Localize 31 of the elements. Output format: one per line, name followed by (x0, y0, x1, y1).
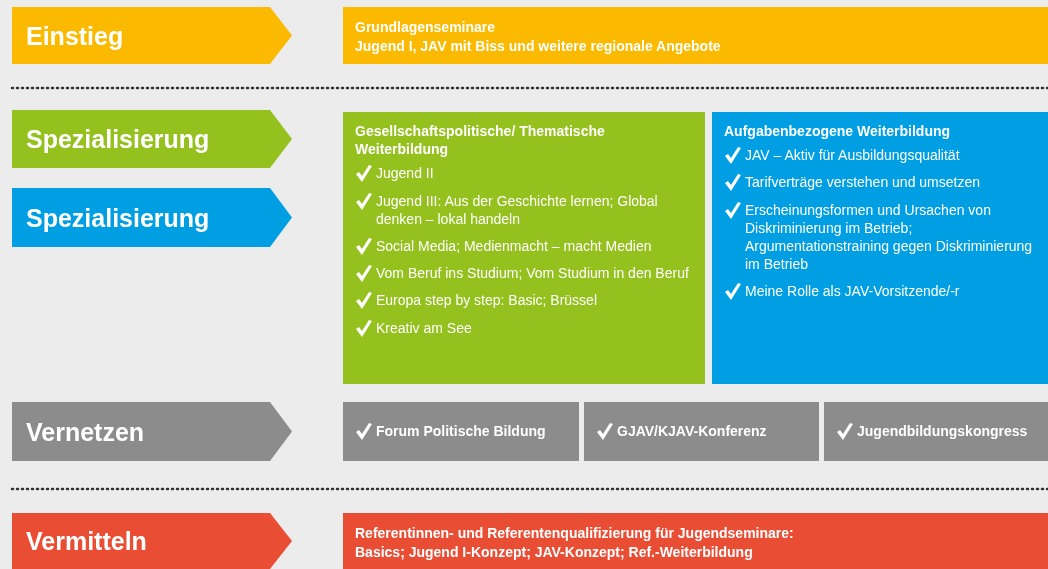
content-panel (584, 402, 819, 461)
content-panel (343, 7, 1048, 64)
stage-label: Vermitteln (26, 526, 147, 556)
panel-text: Referentinnen- und Referentenqualifizierung für Jugendseminare: (355, 524, 795, 543)
list-item-text: Erscheinungsformen und Ursachen von Diskriminierung im Betrieb; Argumentationstraining gegen Diskriminierung im Betrieb (745, 200, 1034, 274)
panel-text: Basics; Jugend I-Konzept; JAV-Konzept; Ref.-Weiterbildung (355, 542, 754, 562)
list-item-text: Jugend III: Aus der Geschichte lernen; Global denken – lokal handeln (376, 191, 659, 228)
list-item-text: JAV – Aktiv für Ausbildungsqualität (745, 146, 960, 165)
panel-heading: Gesellschaftspolitische/ Thematische Weiterbildung (355, 122, 606, 159)
stage-label: Spezialisierung (26, 124, 210, 154)
content-panel (343, 513, 1048, 569)
list-item-text: Forum Politische Bildung (376, 422, 546, 441)
list-item-text: Jugendbildungskongress (857, 422, 1028, 441)
stage-label: Spezialisierung (26, 203, 210, 232)
content-panel (824, 402, 1048, 461)
panel-heading: Aufgabenbezogene Weiterbildung (724, 122, 952, 141)
content-panel (343, 402, 579, 461)
list-item-text: Europa step by step: Basic; Brüssel (376, 291, 597, 310)
panel-text: Jugend I, JAV mit Biss und weitere regionale Angebote (355, 36, 722, 56)
list-item-text: Vom Beruf ins Studium; Vom Studium in den Beruf (376, 264, 689, 283)
list-item-text: Social Media; Medienmacht – macht Medien (376, 236, 652, 256)
stage-label: Einstieg (26, 21, 124, 50)
content-panel (343, 112, 705, 384)
list-item-text: Tarifverträge verstehen und umsetzen (745, 173, 980, 192)
stage-label: Vernetzen (26, 417, 145, 446)
panel-text: Grundlagenseminare (355, 18, 497, 37)
list-item-text: Kreativ am See (376, 318, 472, 337)
content-panel (712, 112, 1048, 384)
list-item-text: GJAV/KJAV-Konferenz (617, 422, 767, 441)
list-item-text: Meine Rolle als JAV-Vorsitzende/-r (745, 282, 960, 301)
list-item-text: Jugend II (376, 164, 434, 183)
